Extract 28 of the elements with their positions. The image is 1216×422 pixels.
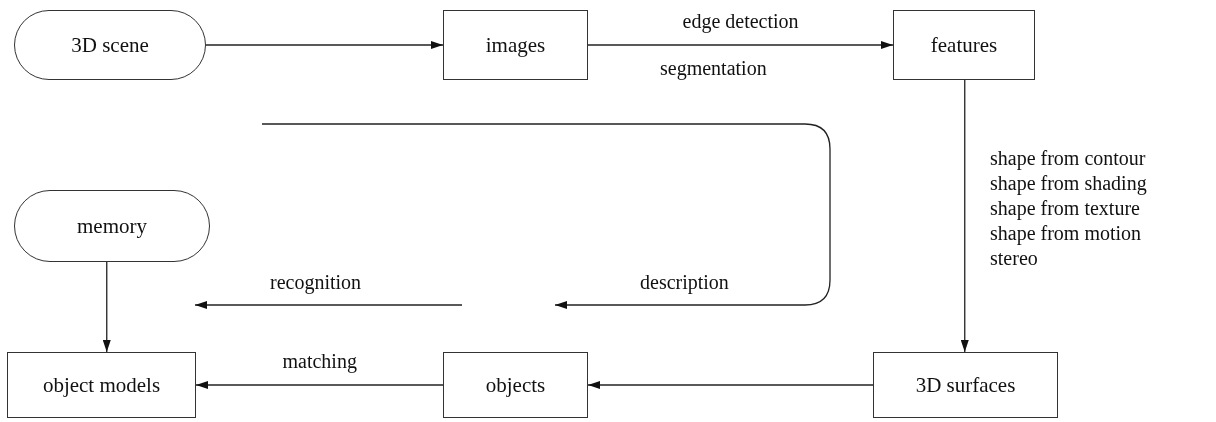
node-label: images [485, 32, 546, 58]
arrow [102, 261, 111, 353]
node-label: 3D surfaces [915, 372, 1016, 398]
node-label: features [930, 32, 998, 58]
node-label: memory [77, 213, 147, 239]
arrow [205, 41, 444, 49]
process-label: shape from texture [990, 198, 1140, 218]
process-label: segmentation [660, 58, 767, 78]
process-label: recognition [270, 272, 362, 292]
edge-label: matching [282, 351, 357, 371]
process-label: stereo [990, 248, 1038, 268]
process-label: description [640, 272, 729, 292]
process-label: shape from contour [990, 148, 1146, 168]
process-label: shape from motion [990, 223, 1142, 243]
arrow [587, 381, 874, 389]
node-label: 3D scene [71, 32, 149, 58]
edge-label: edge detection [682, 11, 799, 31]
process-box [443, 10, 588, 80]
process-box [893, 10, 1035, 80]
process-label: shape from shading [990, 173, 1147, 193]
process-box [7, 352, 196, 418]
arrow [960, 79, 969, 353]
arrow [195, 381, 444, 389]
node-label: object models [42, 372, 161, 398]
process-box [873, 352, 1058, 418]
process-box [443, 352, 588, 418]
arrow [587, 41, 894, 49]
node-label: objects [485, 372, 546, 398]
